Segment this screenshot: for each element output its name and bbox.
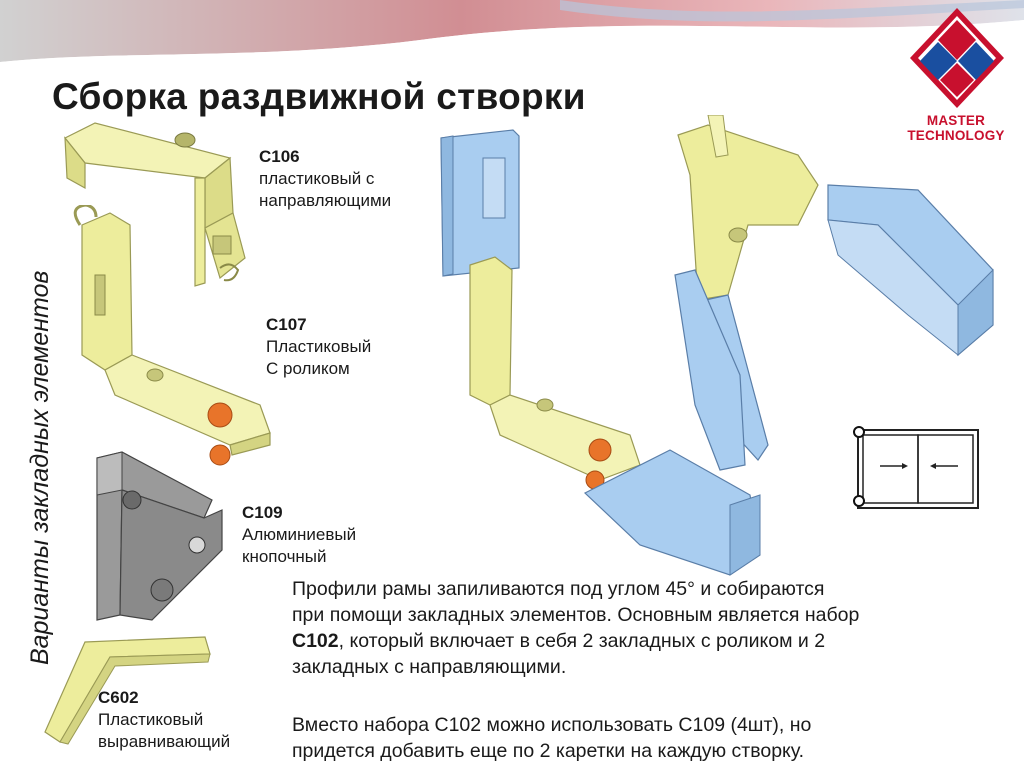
paragraph-main: Профили рамы запиливаются под углом 45° … [292,576,859,680]
paragraph-line: С102, который включает в себя 2 закладны… [292,628,859,654]
c109-aluminium-part-image [96,451,223,621]
part-desc-line: Алюминиевый [242,525,357,544]
set-code-bold: С102 [292,630,339,652]
part-desc-line: кнопочный [242,547,327,566]
paragraph-alternative: Вместо набора С102 можно использовать С1… [292,712,811,764]
paragraph-text: , который включает в себя 2 закладных с … [338,630,826,652]
paragraph-line: Вместо набора С102 можно использовать С1… [292,714,812,736]
blue-profile-small-image [440,129,520,277]
part-desc-line: пластиковый с [259,169,375,188]
part-code: С109 [242,503,283,522]
part-code: С106 [259,147,300,166]
logo-line-master: MASTER [926,113,986,128]
part-desc-line: Пластиковый [266,337,372,356]
part-code: С602 [98,688,139,707]
part-label-c602: С602 Пластиковый выравнивающий [98,687,230,753]
assembly-lower-image [469,256,761,576]
part-desc-line: направляющими [259,191,392,210]
part-label-c106: С106 пластиковый с направляющими [259,146,391,212]
background-waves [0,0,1024,70]
c106-corner-part-image [64,122,246,287]
slide-title: Сборка раздвижной створки [52,76,586,117]
logo-text: MASTER TECHNOLOGY [893,113,1019,143]
part-desc-line: Пластиковый [98,710,204,729]
logo-line-technology: TECHNOLOGY [907,128,1005,143]
part-desc-line: С роликом [266,359,350,378]
c602-plastic-part-image [44,636,211,745]
master-technology-logo [910,8,1004,108]
window-schematic-diagram [853,426,979,509]
c107-corner-part-image [73,205,271,466]
part-label-c107: С107 Пластиковый С роликом [266,314,371,380]
part-desc-line: выравнивающий [98,732,231,751]
paragraph-line: при помощи закладных элементов. Основным… [292,604,860,626]
part-code: С107 [266,315,307,334]
paragraph-line: закладных с направляющими. [292,656,567,678]
paragraph-line: придется добавить еще по 2 каретки на ка… [292,740,805,762]
paragraph-line: Профили рамы запиливаются под углом 45° … [292,578,825,600]
side-caption: Варианты закладных элементов [26,270,54,665]
part-label-c109: С109 Алюминиевый кнопочный [242,502,356,568]
